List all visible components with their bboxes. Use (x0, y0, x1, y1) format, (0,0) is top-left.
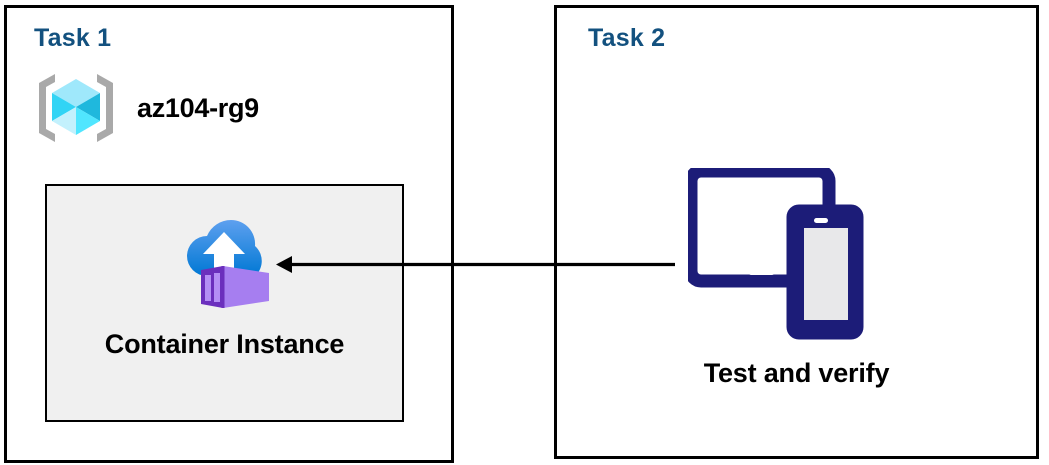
task-1-panel: Task 1 az104-rg9 (4, 5, 454, 463)
arrow-right-to-left (276, 256, 675, 273)
container-instance-label: Container Instance (104, 329, 345, 359)
task-1-title: Task 1 (34, 24, 112, 52)
resource-group-label: az104-rg9 (137, 92, 259, 123)
task-2-panel: Task 2 Test and verify (554, 5, 1039, 459)
azure-resource-group-icon (39, 74, 113, 142)
container-instance-box: Container Instance (45, 184, 404, 422)
resource-group-row: az104-rg9 (33, 68, 259, 148)
devices-label: Test and verify (703, 358, 890, 388)
task-2-title: Task 2 (588, 24, 666, 52)
tablet-and-phone-icon (688, 168, 864, 340)
azure-container-instance-icon (186, 219, 269, 308)
